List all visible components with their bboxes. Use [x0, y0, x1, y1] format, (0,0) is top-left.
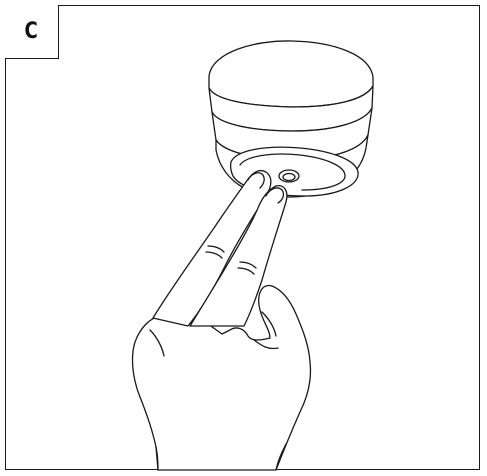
test-button-inner: [283, 174, 295, 181]
smoke-detector-icon: [209, 41, 373, 197]
step-label: C: [25, 19, 38, 44]
detector-top-band: [209, 41, 373, 107]
hand-pressing-button-icon: [133, 171, 311, 470]
step-label-box: C: [5, 5, 59, 59]
